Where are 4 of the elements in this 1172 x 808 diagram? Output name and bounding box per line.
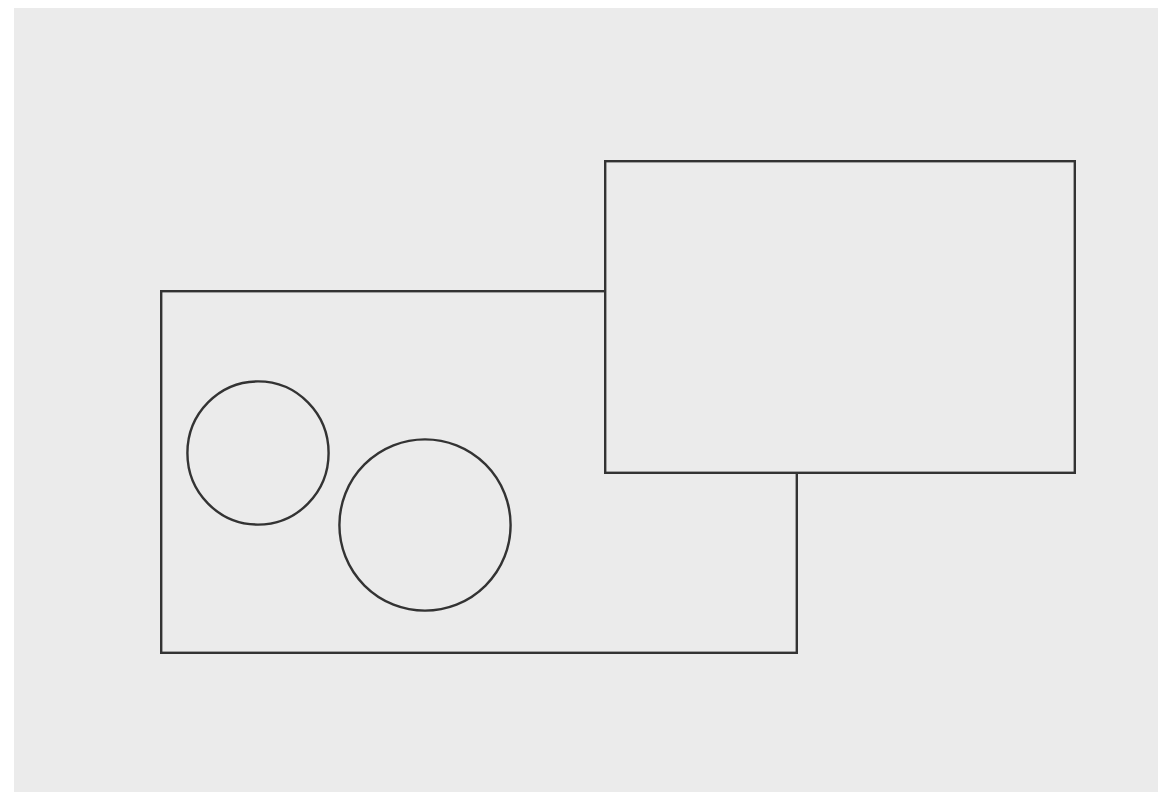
rectangle	[604, 160, 1076, 474]
circle	[185, 379, 330, 526]
circle	[337, 437, 512, 612]
rectangle	[160, 290, 798, 654]
